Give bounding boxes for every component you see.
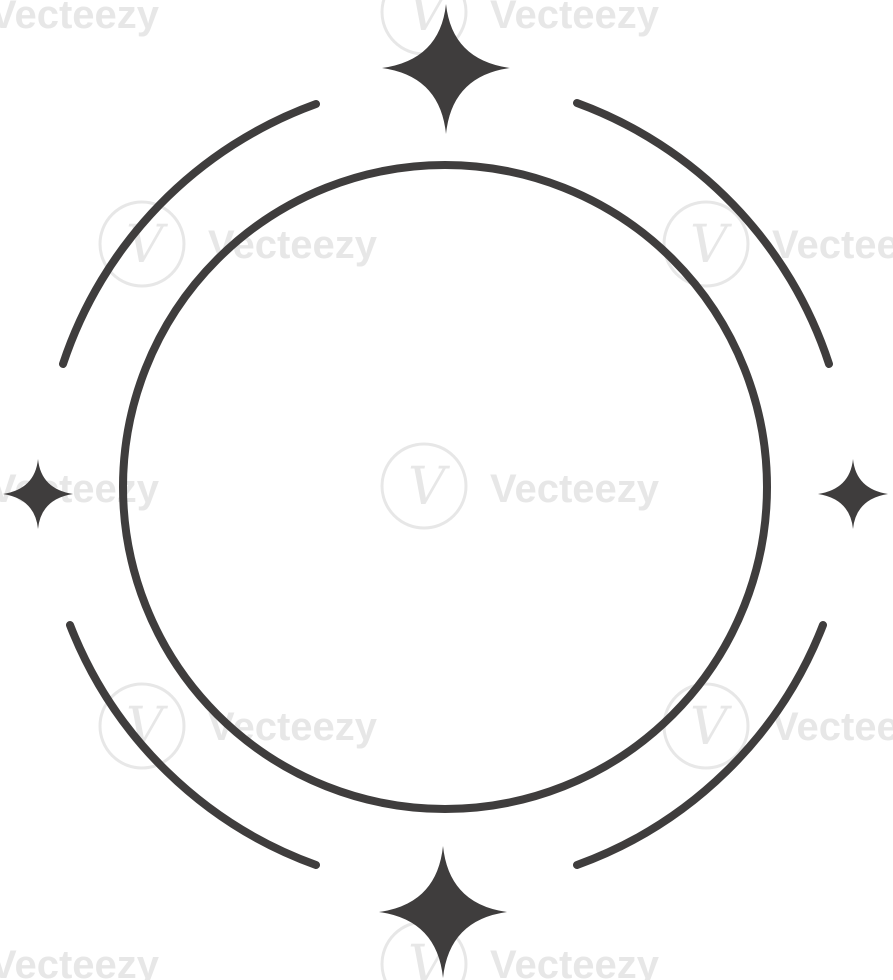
arc-segment-icon: [66, 621, 320, 869]
sparkle-star-icon: [818, 459, 888, 529]
watermark-text: Vecteezy: [772, 223, 893, 267]
svg-text:V: V: [408, 457, 450, 517]
svg-text:V: V: [690, 215, 732, 275]
watermark-text: Vecteezy: [490, 943, 660, 980]
sparkle-star-icon: [3, 459, 73, 529]
watermark-logo-icon: V: [98, 200, 186, 288]
sparkle-star-icon: [382, 4, 510, 134]
arc-segment-icon: [59, 100, 320, 368]
watermark-logo-icon: V: [98, 682, 186, 770]
artwork-layer: [3, 4, 888, 978]
watermark-logo-icon: V: [662, 682, 750, 770]
watermark-logo-icon: V: [380, 442, 468, 530]
svg-text:V: V: [126, 215, 168, 275]
watermark-text: Vecteezy: [772, 705, 893, 749]
svg-text:V: V: [690, 697, 732, 757]
watermark-logo-icon: V: [662, 200, 750, 288]
arc-segment-icon: [573, 621, 827, 869]
inner-circle-icon: [119, 161, 771, 813]
watermark-text: Vecteezy: [0, 0, 160, 37]
sparkle-star-icon: [379, 846, 507, 978]
watermark-text: Vecteezy: [490, 467, 660, 511]
watermark-text: Vecteezy: [0, 943, 160, 980]
watermark-text: Vecteezy: [490, 0, 660, 37]
arc-segment-icon: [573, 99, 833, 368]
